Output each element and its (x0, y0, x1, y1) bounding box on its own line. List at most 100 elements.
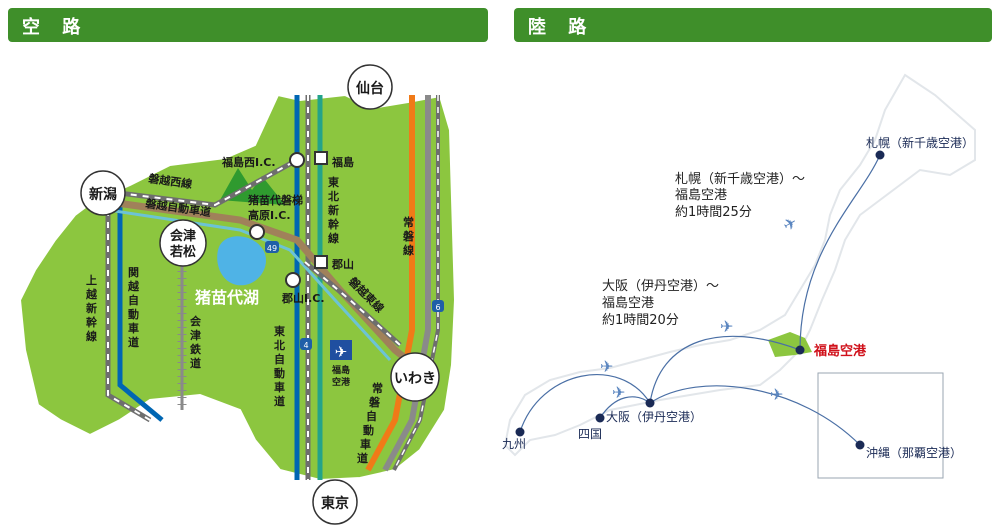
kyushu-label: 九州 (502, 437, 526, 451)
svg-text:自: 自 (366, 409, 377, 423)
svg-text:東: 東 (274, 324, 286, 338)
svg-text:自: 自 (274, 352, 285, 366)
svg-text:線: 線 (403, 243, 414, 257)
sapporo-route-line-2: 福島空港 (675, 188, 727, 203)
airport-label-2: 空港 (332, 376, 351, 388)
plane-icon-sapporo: ✈ (780, 212, 801, 235)
koriyama-station-label: 郡山 (331, 257, 354, 271)
osaka-route-line-2: 福島空港 (602, 296, 654, 311)
niigata-marker (80, 170, 126, 216)
svg-text:幹: 幹 (86, 315, 97, 329)
svg-text:磐: 磐 (403, 229, 415, 243)
koriyama-station-marker (314, 255, 328, 269)
svg-text:鉄: 鉄 (190, 342, 202, 356)
fukushima-ic-label: 福島西I.C. (221, 155, 276, 169)
airplane-icon (330, 340, 352, 360)
fukushima-region (768, 332, 812, 357)
svg-text:道: 道 (274, 394, 285, 408)
svg-text:越: 越 (127, 279, 140, 293)
japan-route-map: ✈ ✈ ✈ ✈ ✈ 札幌（新千歳空港） 札幌（新千歳空港）～ 福島空港 約1時間… (502, 73, 976, 479)
osaka-route-line-1: 大阪（伊丹空港）～ (602, 279, 719, 294)
svg-text:北: 北 (328, 189, 339, 203)
aizu-rail-label: 会 津 鉄 道 (190, 314, 202, 370)
svg-text:車: 車 (128, 321, 139, 335)
plane-icon-kyushu: ✈ (600, 357, 613, 376)
svg-text:道: 道 (357, 451, 368, 465)
svg-text:車: 車 (360, 437, 371, 451)
svg-text:✈: ✈ (335, 343, 348, 361)
inawashiro-ic-marker (249, 224, 265, 240)
svg-text:関: 関 (128, 266, 139, 279)
svg-text:東: 東 (328, 175, 340, 189)
svg-text:越: 越 (85, 287, 98, 301)
joban-line-label: 常 磐 線 (403, 215, 415, 257)
aizu-marker (159, 219, 207, 267)
svg-text:道: 道 (128, 335, 139, 349)
joetsu-shinkansen-label: 上 越 新 幹 線 (85, 273, 98, 343)
svg-text:上: 上 (86, 273, 97, 287)
svg-text:道: 道 (190, 356, 201, 370)
svg-text:線: 線 (86, 329, 97, 343)
fukushima-station-marker (314, 151, 328, 165)
air-header: 空 路 (8, 8, 488, 42)
aizu-label-2: 若松 (169, 244, 196, 260)
japan-outline (503, 73, 976, 457)
lake-label: 猪苗代湖 (194, 288, 259, 307)
tokyo-marker (312, 479, 358, 525)
sendai-label: 仙台 (356, 80, 384, 97)
svg-text:線: 線 (328, 231, 339, 245)
plane-icon-shikoku: ✈ (612, 383, 625, 402)
land-header-title: 陸 路 (528, 17, 595, 38)
osaka-label: 大阪（伊丹空港） (606, 410, 702, 424)
svg-text:幹: 幹 (328, 217, 339, 231)
sapporo-label: 札幌（新千歳空港） (866, 135, 974, 150)
svg-text:新: 新 (86, 301, 97, 315)
okinawa-inset (817, 372, 944, 479)
kan-etsu-exp-label: 関 越 自 動 車 道 (127, 266, 140, 349)
inawashiro-ic-label-2: 高原I.C. (248, 208, 291, 222)
tokyo-label: 東京 (321, 495, 349, 512)
tohoku-shinkansen-label: 東 北 新 幹 線 (328, 175, 340, 245)
svg-text:自: 自 (128, 293, 139, 307)
joban-exp-label: 常 磐 自 動 車 道 (357, 381, 383, 465)
iwaki-marker (390, 352, 440, 402)
inawashiro-ic-label-1: 猪苗代磐梯 (247, 193, 303, 207)
fukushima-map: 49 4 6 ✈ 福島 空港 仙台 新潟 会津 若松 いわき 東京 猪苗代湖 福… (18, 64, 457, 525)
svg-text:会: 会 (190, 314, 202, 328)
plane-icon-okinawa: ✈ (770, 385, 783, 404)
svg-text:常: 常 (403, 215, 414, 229)
route-49-label: 49 (267, 244, 277, 253)
fukushima-station-label: 福島 (331, 155, 354, 169)
svg-text:磐: 磐 (369, 395, 381, 409)
shikoku-label: 四国 (578, 427, 602, 441)
okinawa-label: 沖縄（那覇空港） (866, 445, 962, 460)
svg-text:常: 常 (372, 381, 383, 395)
koriyama-ic-marker (285, 272, 301, 288)
svg-text:車: 車 (274, 380, 285, 394)
air-header-title: 空 路 (22, 17, 89, 38)
land-header: 陸 路 (514, 8, 992, 42)
aizu-label-1: 会津 (170, 228, 196, 244)
sapporo-route-line-3: 約1時間25分 (675, 205, 752, 220)
svg-text:動: 動 (128, 307, 139, 321)
svg-text:新: 新 (328, 203, 339, 217)
route-4-label: 4 (303, 341, 308, 350)
osaka-route-line-3: 約1時間20分 (602, 313, 679, 328)
tohoku-exp-label: 東 北 自 動 車 道 (274, 324, 286, 408)
fukushima-ic-marker (289, 152, 305, 168)
lake-inawashiro (217, 236, 266, 286)
sendai-marker (347, 64, 393, 110)
svg-text:動: 動 (274, 366, 285, 380)
koriyama-ic-label: 郡山I.C. (281, 291, 325, 305)
fukushima-airport-label: 福島空港 (813, 343, 867, 359)
iwaki-label: いわき (394, 371, 436, 387)
svg-text:北: 北 (274, 338, 285, 352)
plane-icon-osaka: ✈ (720, 317, 733, 336)
sapporo-route-line-1: 札幌（新千歳空港）～ (675, 171, 805, 187)
route-6-label: 6 (435, 303, 440, 312)
svg-text:動: 動 (363, 423, 374, 437)
svg-text:津: 津 (190, 328, 201, 342)
niigata-label: 新潟 (89, 186, 117, 203)
airport-label-1: 福島 (331, 364, 350, 376)
